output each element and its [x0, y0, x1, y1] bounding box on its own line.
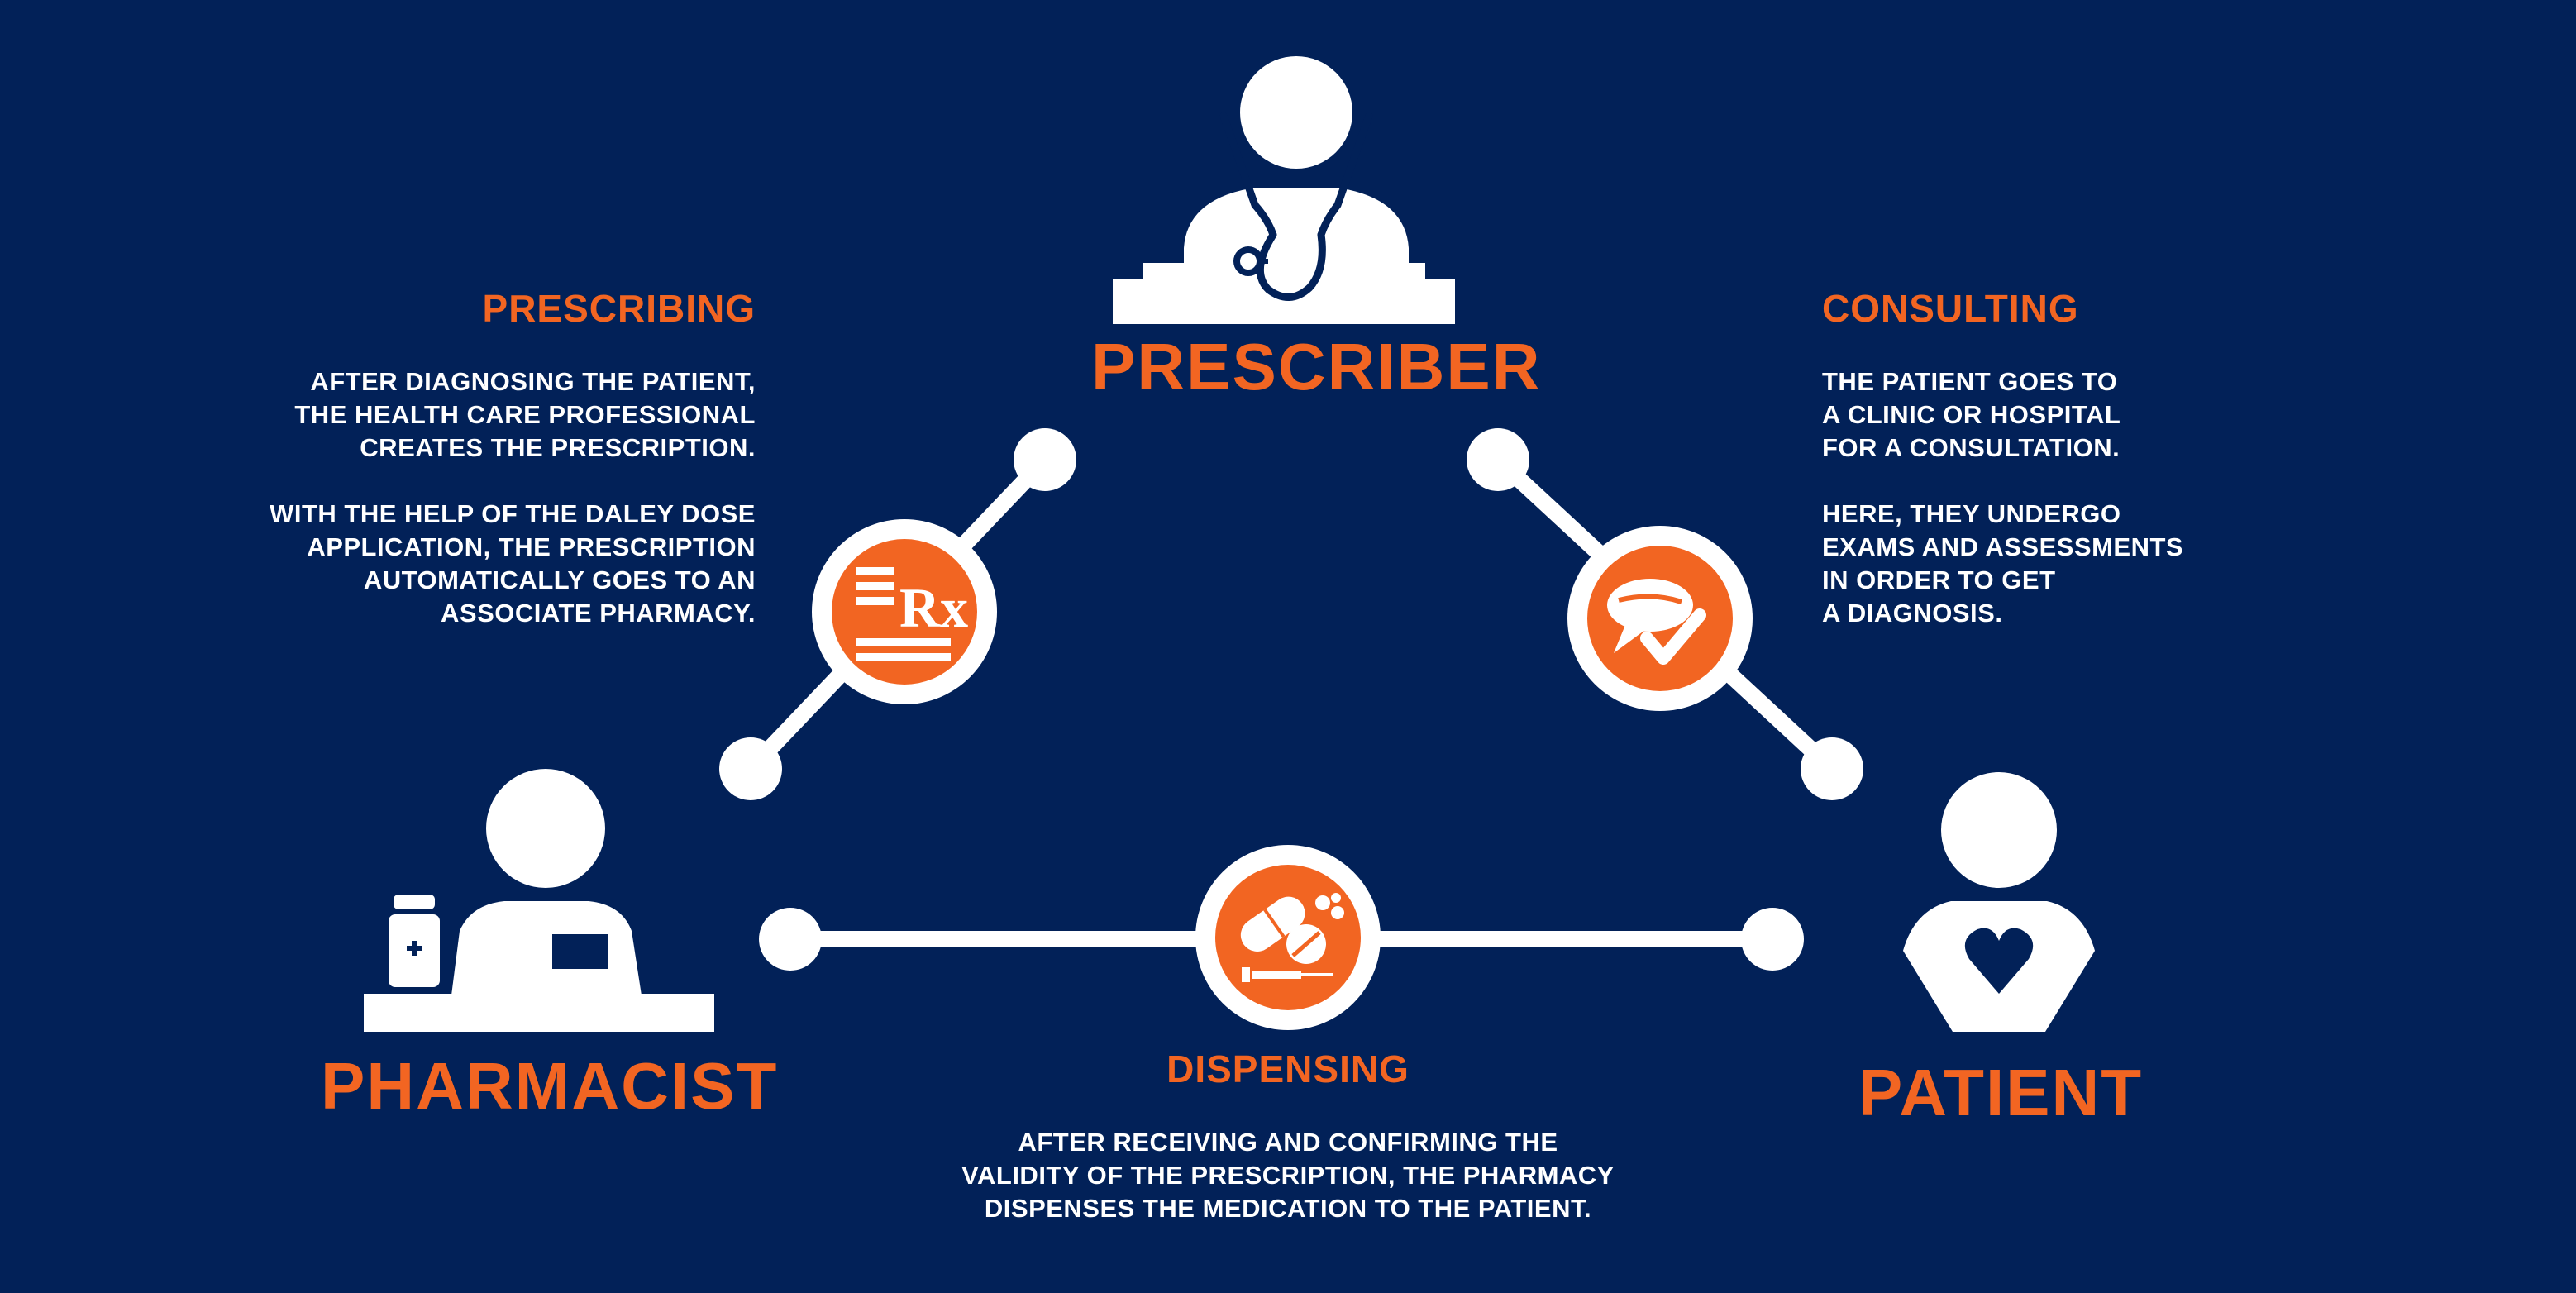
- consulting-line: EXAMS AND ASSESSMENTS: [1822, 532, 2184, 561]
- prescribing-line: THE HEALTH CARE PROFESSIONAL: [294, 400, 756, 429]
- prescriber-title: PRESCRIBER: [1091, 330, 1542, 403]
- consulting-description: THE PATIENT GOES TO A CLINIC OR HOSPITAL…: [1822, 365, 2318, 630]
- prescribing-line: ASSOCIATE PHARMACY.: [441, 599, 756, 627]
- pharmacist-icon: [364, 769, 714, 1032]
- consultation-speech-check-icon: [1567, 526, 1753, 711]
- consulting-line: HERE, THEY UNDERGO: [1822, 499, 2121, 528]
- medication-pills-icon: [1195, 845, 1381, 1030]
- prescriber-doctor-icon: [1113, 56, 1455, 324]
- dispensing-line: AFTER RECEIVING AND CONFIRMING THE: [1018, 1128, 1558, 1157]
- dispensing-title: DISPENSING: [1166, 1047, 1410, 1090]
- prescribing-spacer: [248, 465, 756, 498]
- consulting-title: CONSULTING: [1822, 287, 2079, 330]
- consulting-spacer: [1822, 465, 2318, 498]
- prescribing-title: PRESCRIBING: [482, 287, 756, 330]
- consulting-line: A CLINIC OR HOSPITAL: [1822, 400, 2121, 429]
- consulting-line: FOR A CONSULTATION.: [1822, 433, 2120, 462]
- patient-icon: [1903, 772, 2095, 1032]
- patient-title: PATIENT: [1858, 1056, 2144, 1129]
- dispensing-line: VALIDITY OF THE PRESCRIPTION, THE PHARMA…: [961, 1161, 1615, 1190]
- prescribing-line: APPLICATION, THE PRESCRIPTION: [307, 532, 756, 561]
- consulting-line: A DIAGNOSIS.: [1822, 599, 2003, 627]
- consulting-line: IN ORDER TO GET: [1822, 565, 2056, 594]
- prescribing-description: AFTER DIAGNOSING THE PATIENT, THE HEALTH…: [248, 365, 756, 630]
- rx-symbol: Rx: [899, 576, 968, 639]
- consulting-line: THE PATIENT GOES TO: [1822, 367, 2118, 396]
- prescribing-line: WITH THE HELP OF THE DALEY DOSE: [270, 499, 756, 528]
- prescribing-line: AUTOMATICALLY GOES TO AN: [363, 565, 756, 594]
- prescribing-line: AFTER DIAGNOSING THE PATIENT,: [310, 367, 756, 396]
- prescription-rx-icon: Rx: [812, 519, 997, 704]
- dispensing-line: DISPENSES THE MEDICATION TO THE PATIENT.: [984, 1194, 1592, 1223]
- dispensing-description: AFTER RECEIVING AND CONFIRMING THE VALID…: [916, 1126, 1660, 1225]
- prescribing-line: CREATES THE PRESCRIPTION.: [360, 433, 756, 462]
- pharmacist-title: PHARMACIST: [321, 1049, 779, 1123]
